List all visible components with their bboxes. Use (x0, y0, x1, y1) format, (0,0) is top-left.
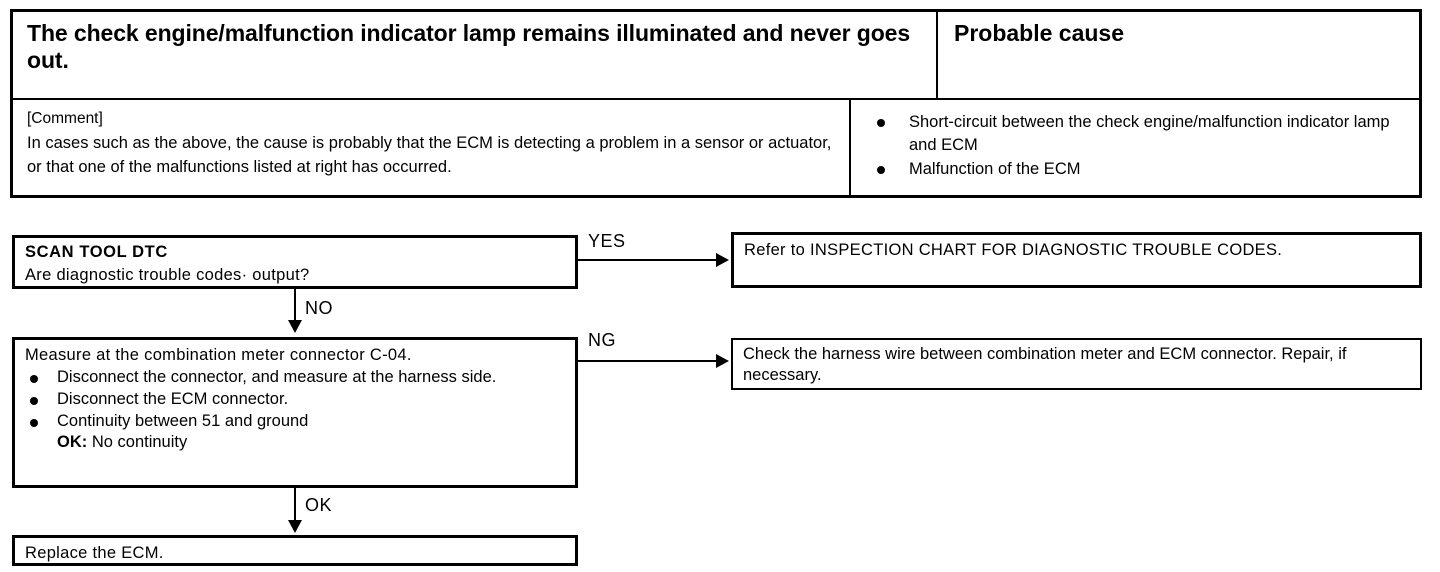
arrow-head-yes-icon (716, 253, 729, 267)
list-item: Malfunction of the ECM (867, 158, 1405, 181)
arrow-head-ng-icon (716, 354, 729, 368)
flow-node-replace-ecm: Replace the ECM. (12, 535, 578, 566)
comment-label: [Comment] (27, 110, 103, 127)
bullet-icon (30, 418, 38, 427)
list-item: Disconnect the connector, and measure at… (25, 367, 565, 389)
measure-ok-criterion: OK: No continuity (57, 432, 565, 454)
symptom-probable-cause-table: The check engine/malfunction indicator l… (10, 9, 1422, 198)
measure-step-text: Disconnect the ECM connector. (57, 389, 289, 408)
scan-tool-dtc-question: Are diagnostic trouble codes· output? (25, 265, 310, 284)
edge-line-no (294, 289, 296, 324)
ok-value: No continuity (91, 433, 188, 452)
edge-label-ng: NG (588, 330, 616, 350)
measure-step-text: Continuity between 51 and ground (57, 411, 309, 430)
probable-cause-cell: Short-circuit between the check engine/m… (848, 100, 1419, 195)
check-harness-text: Check the harness wire between combinati… (743, 345, 1347, 385)
arrow-head-ok-icon (288, 520, 302, 533)
measure-steps-list: Disconnect the connector, and measure at… (25, 367, 565, 454)
list-item: Short-circuit between the check engine/m… (867, 111, 1405, 158)
edge-line-yes (578, 259, 718, 261)
probable-cause-heading: Probable cause (954, 20, 1125, 46)
arrow-head-no-icon (288, 320, 302, 333)
measure-title: Measure at the combination meter connect… (25, 346, 412, 364)
flow-node-scan-tool-dtc: SCAN TOOL DTC Are diagnostic trouble cod… (12, 235, 578, 289)
edge-label-no: NO (305, 298, 333, 318)
table-body-row: [Comment] In cases such as the above, th… (13, 98, 1419, 195)
list-item: Disconnect the ECM connector. (25, 389, 565, 411)
flow-node-refer-inspection-chart: Refer to INSPECTION CHART FOR DIAGNOSTIC… (731, 232, 1422, 288)
probable-cause-text: Malfunction of the ECM (908, 159, 1081, 178)
bullet-icon (876, 165, 885, 174)
list-item: Continuity between 51 and ground OK: No … (25, 411, 565, 455)
table-header-row: The check engine/malfunction indicator l… (13, 12, 1419, 98)
edge-line-ok (294, 488, 296, 522)
bullet-icon (30, 375, 38, 384)
bullet-icon (876, 119, 885, 127)
probable-cause-text: Short-circuit between the check engine/m… (908, 113, 1390, 155)
probable-cause-title-cell: Probable cause (936, 12, 1419, 98)
edge-label-yes: YES (588, 231, 626, 251)
symptom-title-cell: The check engine/malfunction indicator l… (13, 12, 936, 98)
page-title: The check engine/malfunction indicator l… (27, 20, 911, 74)
comment-cell: [Comment] In cases such as the above, th… (13, 100, 849, 195)
edge-line-ng (578, 360, 718, 362)
measure-step-text: Disconnect the connector, and measure at… (57, 368, 497, 387)
replace-ecm-text: Replace the ECM. (25, 544, 164, 562)
flow-node-measure-combination-meter: Measure at the combination meter connect… (12, 337, 578, 488)
comment-text: In cases such as the above, the cause is… (27, 134, 832, 177)
scan-tool-dtc-title: SCAN TOOL DTC (25, 243, 168, 261)
ok-label: OK: (57, 433, 88, 452)
probable-cause-list: Short-circuit between the check engine/m… (867, 111, 1405, 181)
bullet-icon (30, 396, 38, 405)
flow-node-check-harness-wire: Check the harness wire between combinati… (731, 338, 1422, 390)
refer-inspection-chart-text: Refer to INSPECTION CHART FOR DIAGNOSTIC… (744, 241, 1283, 259)
edge-label-ok: OK (305, 495, 333, 515)
